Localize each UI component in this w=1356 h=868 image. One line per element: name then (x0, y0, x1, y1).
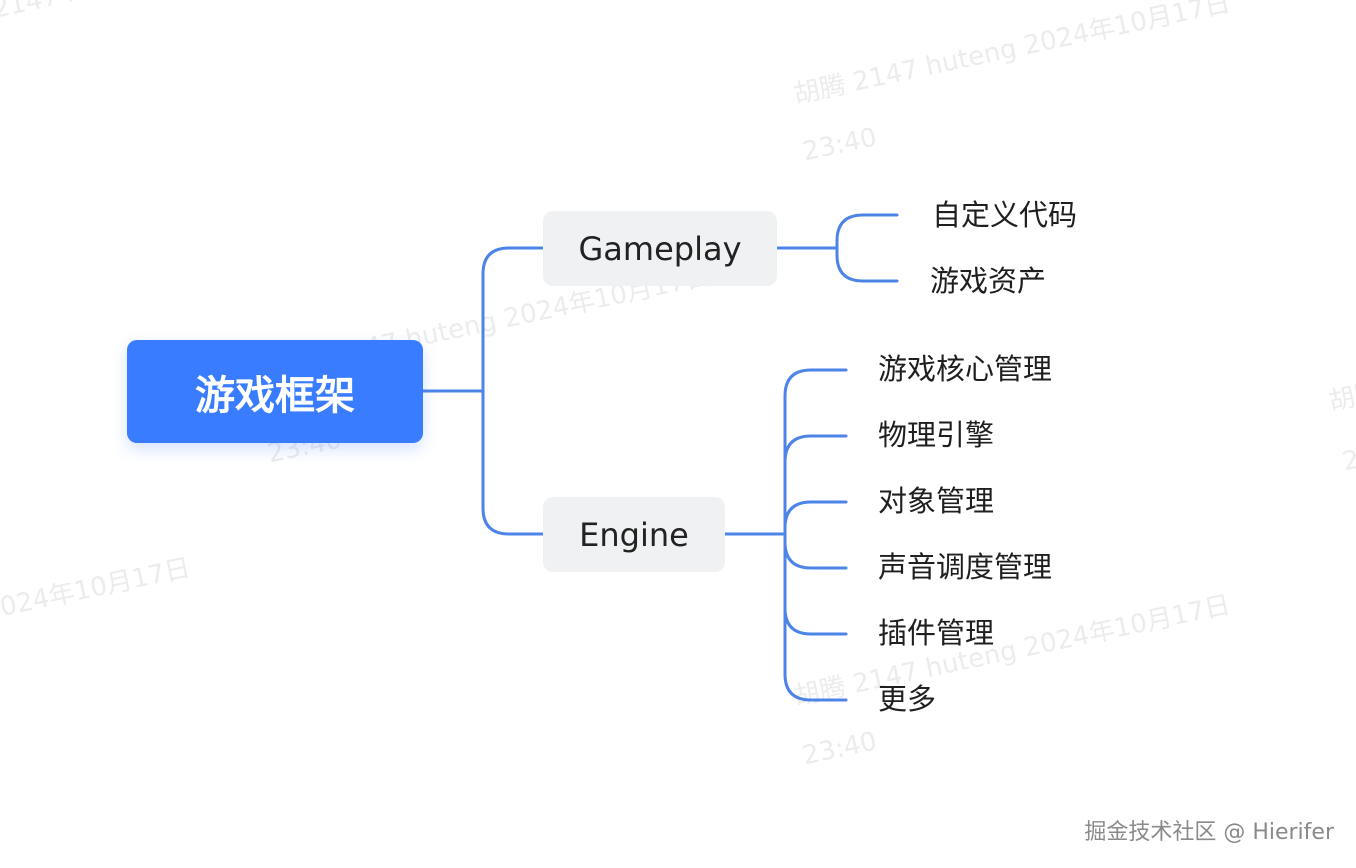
leaf-node: 游戏核心管理 (878, 352, 1053, 386)
engine-connector-line (783, 532, 848, 570)
leaf-node: 自定义代码 (932, 198, 1078, 232)
leaf-node: 插件管理 (878, 616, 995, 650)
root-connector-line (481, 246, 545, 393)
engine-connector-line (783, 368, 848, 536)
leaf-node: 更多 (878, 682, 937, 716)
gameplay-connector-line (835, 213, 899, 250)
engine-connector-line (783, 500, 848, 536)
branch-node-gameplay: Gameplay (543, 211, 777, 286)
engine-connector-line (783, 532, 848, 702)
root-node: 游戏框架 (127, 340, 423, 443)
engine-connector-line (783, 434, 848, 536)
leaf-node: 声音调度管理 (878, 550, 1053, 584)
leaf-node: 物理引擎 (878, 418, 995, 452)
gameplay-connector-line (835, 246, 899, 283)
branch-node-engine: Engine (543, 497, 725, 572)
leaf-node: 对象管理 (878, 484, 995, 518)
leaf-node: 游戏资产 (930, 264, 1047, 298)
engine-connector-line (783, 532, 848, 636)
root-connector-line (481, 389, 545, 536)
footer-credit: 掘金技术社区 @ Hierifer (1084, 820, 1334, 845)
